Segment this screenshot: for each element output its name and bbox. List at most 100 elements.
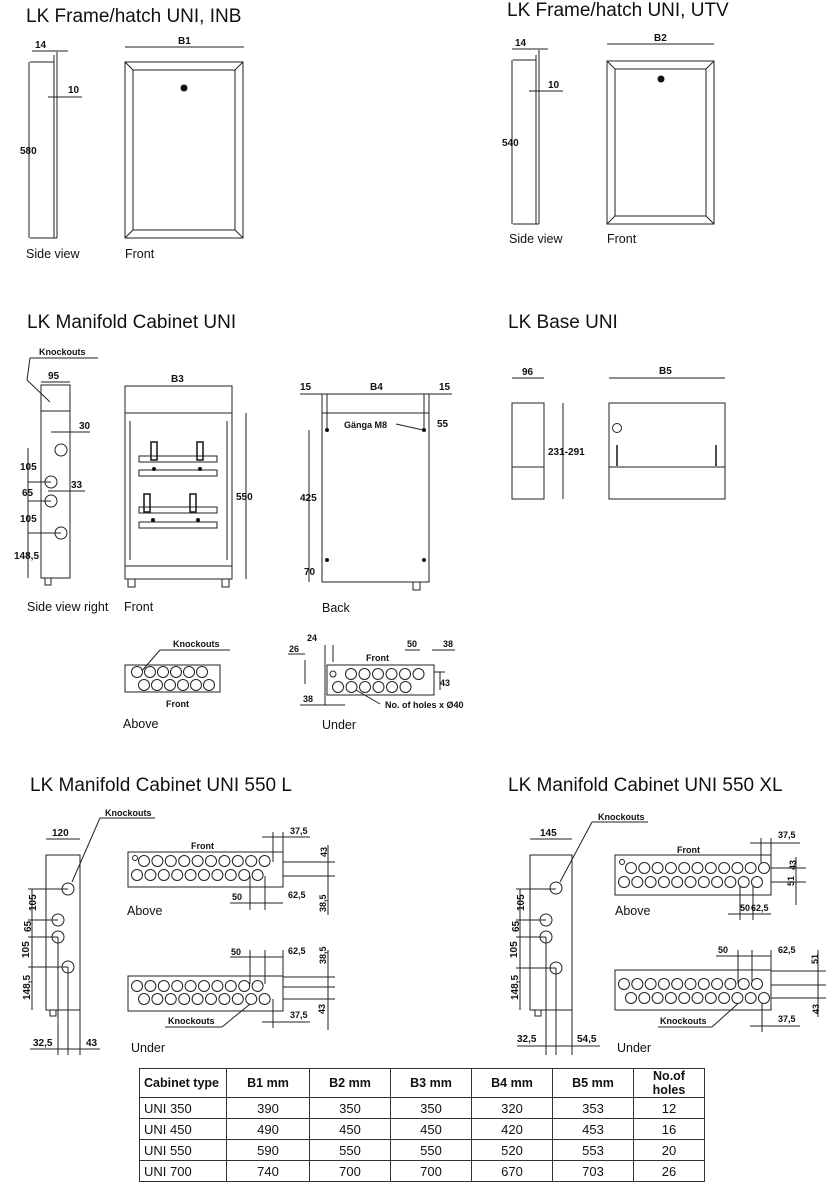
utv-front-view <box>606 43 715 225</box>
knockout-hole <box>664 862 677 874</box>
knockout-hole <box>144 980 157 992</box>
manifold-side-v3: 105 <box>20 514 37 525</box>
cabinet-dimensions-table: Cabinet type B1 mm B2 mm B3 mm B4 mm B5 … <box>139 1068 705 1182</box>
title-frame-utv: LK Frame/hatch UNI, UTV <box>507 0 729 21</box>
caption-550l-under: Under <box>131 1041 166 1055</box>
header-cabinet-type: Cabinet type <box>139 1068 227 1098</box>
knockout-hole <box>372 681 385 693</box>
knockout-hole <box>238 869 251 881</box>
under-dim-38a: 38 <box>443 639 453 649</box>
550xl-side-b1: 32,5 <box>517 1034 537 1045</box>
cell-b3: 350 <box>390 1097 472 1119</box>
knockout-hole <box>238 980 251 992</box>
utv-dim-depth: 14 <box>515 38 527 49</box>
550xl-under-b: 62,5 <box>778 945 796 955</box>
knockout-hole <box>711 978 724 990</box>
knockout-hole <box>671 876 684 888</box>
knockout-hole <box>151 679 163 691</box>
knockout-hole <box>224 869 237 881</box>
knockout-hole <box>671 978 684 990</box>
550xl-side-v2: 65 <box>511 920 522 932</box>
550xl-side-v4: 148,5 <box>510 975 521 1000</box>
caption-inb-front: Front <box>125 247 155 261</box>
knockout-hole <box>631 978 644 990</box>
title-manifold-550xl: LK Manifold Cabinet UNI 550 XL <box>508 775 783 796</box>
cell-b1: 740 <box>226 1160 310 1182</box>
knockout-hole <box>744 862 757 874</box>
above-knockouts-label: Knockouts <box>173 639 220 649</box>
knockout-hole <box>178 855 191 867</box>
knockout-hole <box>625 992 637 1004</box>
caption-utv-side: Side view <box>509 232 563 246</box>
knockout-hole <box>372 668 384 680</box>
knockout-hole <box>170 666 182 678</box>
knockout-hole <box>399 668 411 680</box>
inb-dim-depth: 14 <box>35 40 47 51</box>
knockout-hole <box>205 855 217 867</box>
cell-cabinet-type: UNI 350 <box>139 1097 227 1119</box>
cell-b4: 420 <box>471 1118 553 1140</box>
under-holes-note: No. of holes x Ø40 <box>385 700 464 710</box>
utv-side-view <box>511 48 563 225</box>
knockout-hole <box>178 993 191 1005</box>
knockout-hole <box>625 862 637 874</box>
knockout-hole <box>758 992 770 1004</box>
knockout-hole <box>205 993 217 1005</box>
manifold-under-view <box>288 645 455 706</box>
inb-front-view <box>124 46 244 239</box>
550xl-side-knockouts: Knockouts <box>598 812 645 822</box>
knockout-hole <box>345 681 358 693</box>
cell-b5: 453 <box>552 1118 634 1140</box>
knockout-hole <box>231 993 244 1005</box>
550xl-under-c: 51 <box>810 954 820 964</box>
knockout-hole <box>211 980 224 992</box>
knockout-hole <box>144 869 157 881</box>
knockout-hole <box>638 992 651 1004</box>
utv-dim-width: B2 <box>654 33 667 44</box>
above-front-label: Front <box>166 699 189 709</box>
knockout-hole <box>731 992 744 1004</box>
knockout-hole <box>171 980 184 992</box>
knockout-hole <box>651 862 664 874</box>
550xl-above-e: 62,5 <box>751 903 769 913</box>
cell-b5: 353 <box>552 1097 634 1119</box>
inb-dim-height: 580 <box>20 146 37 157</box>
inb-dim-offset: 10 <box>68 85 80 96</box>
knockout-hole <box>231 855 244 867</box>
knockout-hole <box>618 876 630 888</box>
header-b5: B5 mm <box>552 1068 634 1098</box>
550l-under-knockouts: Knockouts <box>168 1016 215 1026</box>
550l-side-v3: 105 <box>21 941 32 958</box>
header-b1: B1 mm <box>226 1068 310 1098</box>
cell-b5: 553 <box>552 1139 634 1161</box>
cell-b2: 450 <box>309 1118 391 1140</box>
knockout-hole <box>151 855 164 867</box>
manifold-front-width: B3 <box>171 374 184 385</box>
550l-side-view <box>28 817 155 1055</box>
manifold-side-width: 95 <box>48 371 60 382</box>
550l-above-front: Front <box>191 841 214 851</box>
manifold-under-holes <box>329 668 425 693</box>
knockout-hole <box>664 992 677 1004</box>
title-manifold-550l: LK Manifold Cabinet UNI 550 L <box>30 775 292 796</box>
knockout-hole <box>198 869 210 881</box>
back-dim-width: B4 <box>370 382 383 393</box>
base-dim-depth: 96 <box>522 367 534 378</box>
manifold-side-v4: 148,5 <box>14 551 39 562</box>
caption-550l-above: Above <box>127 904 163 918</box>
knockout-hole <box>718 992 731 1004</box>
550xl-above-a: 37,5 <box>778 830 796 840</box>
knockout-hole <box>758 862 770 874</box>
knockout-hole <box>657 978 670 990</box>
knockout-hole <box>190 679 202 691</box>
550xl-side-b2: 54,5 <box>577 1034 597 1045</box>
cell-b2: 700 <box>309 1160 391 1182</box>
under-dim-24: 24 <box>307 633 317 643</box>
knockout-hole <box>157 869 170 881</box>
knockout-hole <box>251 980 264 992</box>
550xl-above-view <box>614 838 806 920</box>
back-dim-top: 55 <box>437 419 449 430</box>
knockout-hole <box>691 862 704 874</box>
